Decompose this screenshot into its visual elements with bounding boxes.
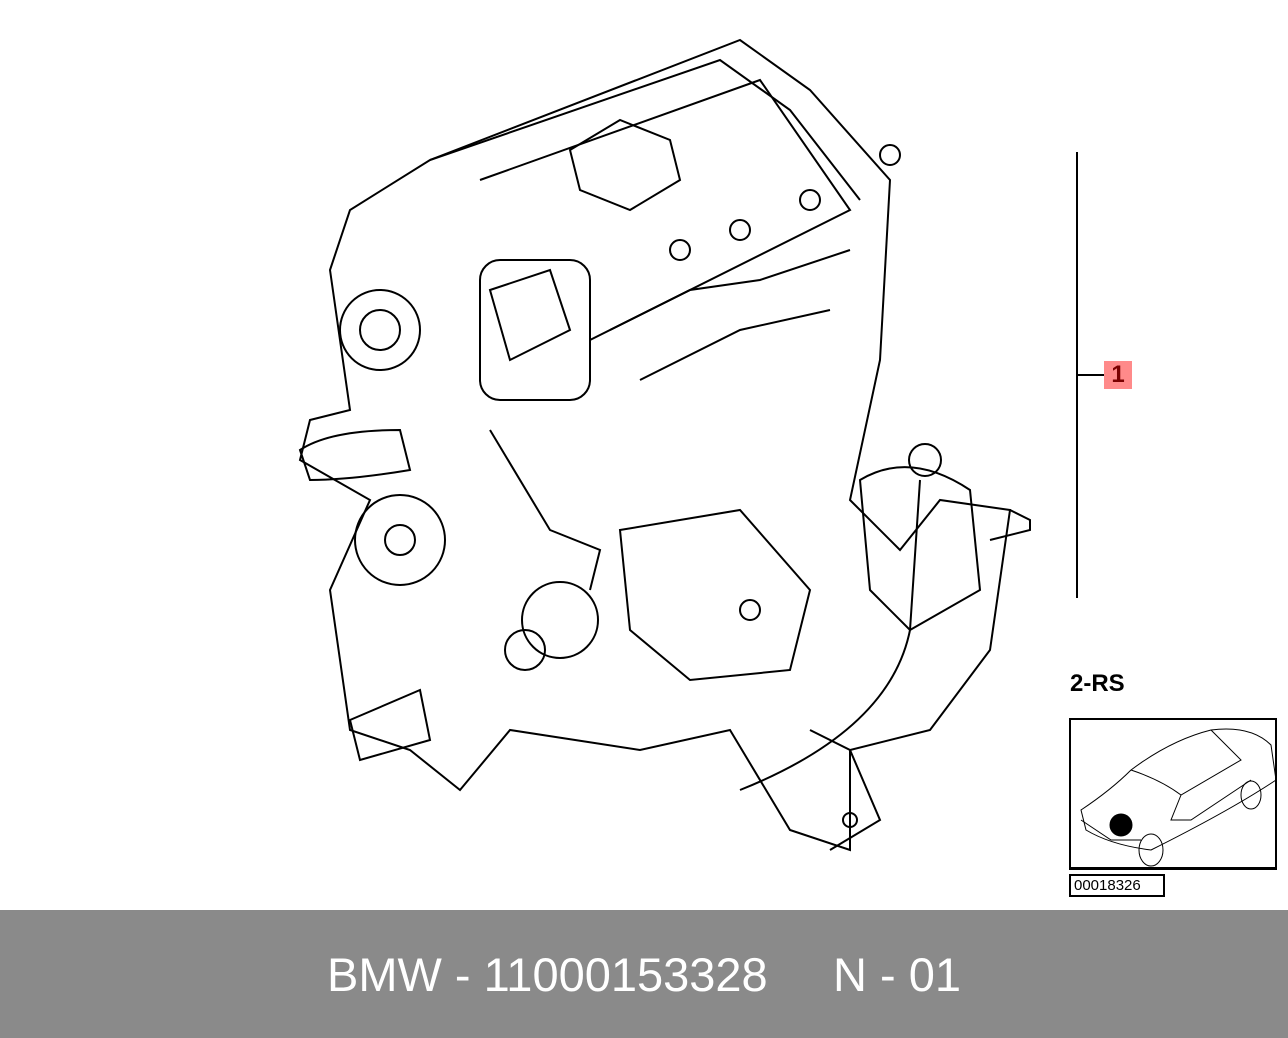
cylinder-head-outline (298, 38, 1012, 852)
separator: - (441, 947, 484, 1001)
image-id: 00018326 (1069, 874, 1165, 897)
engine-assembly-drawing (298, 38, 1031, 852)
part-callout-1[interactable]: 1 (1104, 361, 1132, 389)
valve-cover (568, 118, 682, 212)
oil-filter-housing (858, 466, 982, 632)
brand: BMW (327, 947, 442, 1001)
car-icon (1080, 728, 1277, 867)
variant-label: 2-RS (1070, 670, 1125, 697)
pulley (354, 494, 446, 586)
part-number: 11000153328 (483, 947, 768, 1001)
dipstick (739, 479, 921, 791)
callout-tick (1076, 374, 1104, 376)
intake-pipe (298, 428, 412, 482)
vehicle-location-thumbnail (1069, 718, 1277, 870)
footer-bar: BMW - 11000153328 N - 01 (0, 910, 1288, 1038)
gap (768, 947, 833, 1002)
engine-location-marker (1109, 813, 1133, 837)
diagram-position: N - 01 (833, 947, 961, 1001)
